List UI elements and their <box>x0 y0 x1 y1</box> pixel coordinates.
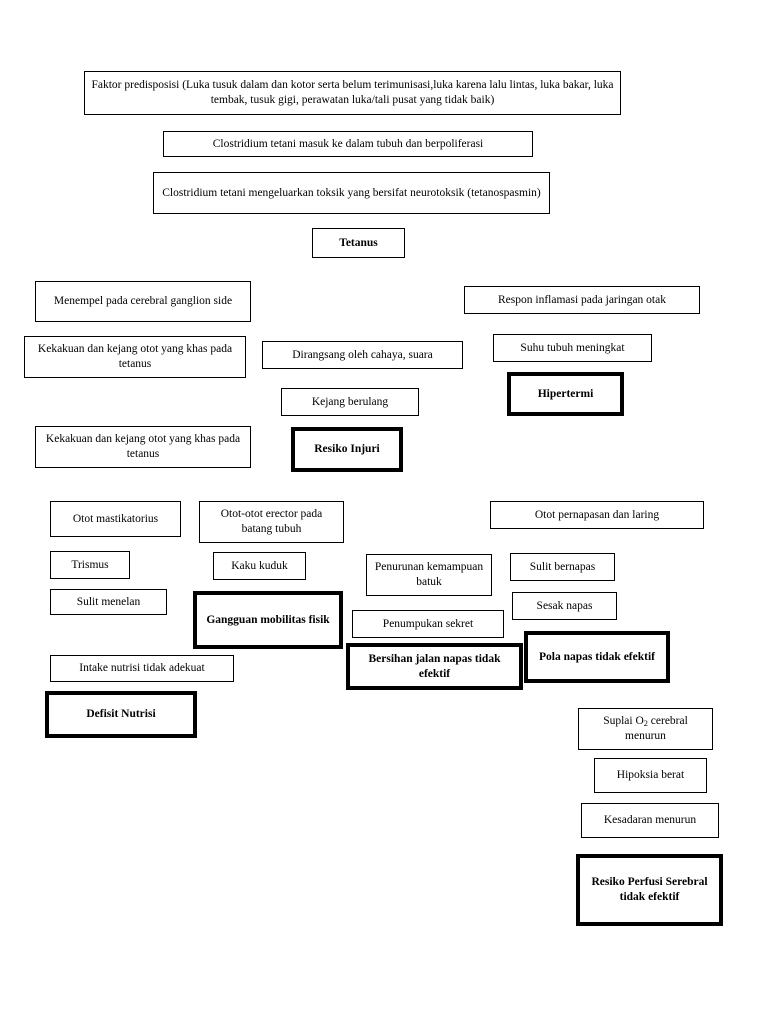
node-label: Otot-otot erector pada batang tubuh <box>220 508 323 535</box>
node-hipertermi: Hipertermi <box>508 373 623 415</box>
node-otot-mastikatorius: Otot mastikatorius <box>50 501 181 537</box>
node-label: Resiko Injuri <box>314 443 380 456</box>
node-label: Kekakuan dan kejang otot yang khas pada … <box>45 433 241 460</box>
node-suplai-o2: Suplai O2 cerebral menurun <box>578 708 713 750</box>
node-label: Pola napas tidak efektif <box>539 650 655 663</box>
node-hipoksia-berat: Hipoksia berat <box>594 758 707 793</box>
node-dirangsang-cahaya: Dirangsang oleh cahaya, suara <box>262 341 463 369</box>
node-label: Kaku kuduk <box>231 559 288 572</box>
node-label: Otot pernapasan dan laring <box>534 508 660 521</box>
node-label: Defisit Nutrisi <box>86 708 156 721</box>
node-respon-inflamasi: Respon inflamasi pada jaringan otak <box>464 286 700 314</box>
node-label: Resiko Perfusi Serebral tidak efektif <box>591 876 708 903</box>
node-defisit-nutrisi: Defisit Nutrisi <box>46 692 196 737</box>
node-trismus: Trismus <box>50 551 130 579</box>
node-kaku-kuduk: Kaku kuduk <box>213 552 306 580</box>
node-sulit-menelan: Sulit menelan <box>50 589 167 615</box>
node-label: Bersihan jalan napas tidak efektif <box>368 652 501 680</box>
node-label: Kesadaran menurun <box>603 814 697 827</box>
node-resiko-injuri: Resiko Injuri <box>292 428 402 471</box>
node-label: Respon inflamasi pada jaringan otak <box>498 293 666 306</box>
node-label: Dirangsang oleh cahaya, suara <box>292 348 433 361</box>
node-label: Otot mastikatorius <box>72 512 159 525</box>
node-resiko-perfusi: Resiko Perfusi Serebral tidak efektif <box>577 855 722 925</box>
node-menempel-cerebral: Menempel pada cerebral ganglion side <box>35 281 251 322</box>
node-kekakuan-kejang-2: Kekakuan dan kejang otot yang khas pada … <box>35 426 251 468</box>
node-clostridium-masuk: Clostridium tetani masuk ke dalam tubuh … <box>163 131 533 157</box>
node-label: Suplai O2 cerebral menurun <box>603 715 688 742</box>
node-sulit-bernapas: Sulit bernapas <box>510 553 615 581</box>
node-intake-nutrisi: Intake nutrisi tidak adekuat <box>50 655 234 682</box>
node-faktor-predisposisi: Faktor predisposisi (Luka tusuk dalam da… <box>84 71 621 115</box>
node-label: Hipoksia berat <box>616 769 685 782</box>
node-pola-napas: Pola napas tidak efektif <box>525 632 669 682</box>
node-label: Penurunan kemampuan batuk <box>374 561 484 588</box>
node-label: Sulit bernapas <box>529 560 596 573</box>
node-kesadaran-menurun: Kesadaran menurun <box>581 803 719 838</box>
node-label: Sulit menelan <box>76 595 141 608</box>
node-gangguan-mobilitas: Gangguan mobilitas fisik <box>194 592 342 648</box>
node-label: Trismus <box>71 558 109 571</box>
node-label: Kejang berulang <box>311 395 389 408</box>
node-label: Tetanus <box>339 236 378 249</box>
node-label: Penumpukan sekret <box>382 617 474 630</box>
node-label: Sesak napas <box>536 599 593 612</box>
node-bersihan-jalan-napas: Bersihan jalan napas tidak efektif <box>347 644 522 689</box>
node-label: Intake nutrisi tidak adekuat <box>79 662 205 675</box>
node-label: Clostridium tetani mengeluarkan toksik y… <box>162 186 541 199</box>
node-penumpukan-sekret: Penumpukan sekret <box>352 610 504 638</box>
node-tetanus: Tetanus <box>312 228 405 258</box>
node-penurunan-batuk: Penurunan kemampuan batuk <box>366 554 492 596</box>
node-clostridium-toksik: Clostridium tetani mengeluarkan toksik y… <box>153 172 550 214</box>
node-otot-pernapasan: Otot pernapasan dan laring <box>490 501 704 529</box>
node-sesak-napas: Sesak napas <box>512 592 617 620</box>
node-kejang-berulang: Kejang berulang <box>281 388 419 416</box>
node-label: Gangguan mobilitas fisik <box>206 613 330 626</box>
node-label: Menempel pada cerebral ganglion side <box>53 295 233 308</box>
node-label: Clostridium tetani masuk ke dalam tubuh … <box>212 137 484 150</box>
node-suhu-tubuh-meningkat: Suhu tubuh meningkat <box>493 334 652 362</box>
node-label: Faktor predisposisi (Luka tusuk dalam da… <box>91 79 614 106</box>
node-label: Kekakuan dan kejang otot yang khas pada … <box>37 343 233 370</box>
node-label: Hipertermi <box>537 387 594 400</box>
node-otot-erector: Otot-otot erector pada batang tubuh <box>199 501 344 543</box>
node-label: Suhu tubuh meningkat <box>520 341 625 354</box>
node-kekakuan-kejang-1: Kekakuan dan kejang otot yang khas pada … <box>24 336 246 378</box>
